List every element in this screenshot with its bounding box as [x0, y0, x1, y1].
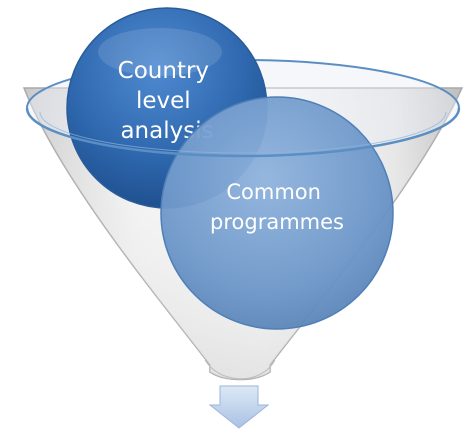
common-label-line-1: Common — [226, 180, 321, 204]
down-arrow-icon — [208, 385, 270, 429]
common-programmes-label: Common programmes — [210, 180, 344, 234]
common-programmes-bubble: Common programmes — [160, 96, 394, 330]
country-label-line-1: Country — [118, 58, 209, 84]
country-label-line-2: level — [136, 88, 191, 114]
common-label-line-2: programmes — [210, 210, 344, 234]
funnel-rim-front — [25, 107, 461, 158]
